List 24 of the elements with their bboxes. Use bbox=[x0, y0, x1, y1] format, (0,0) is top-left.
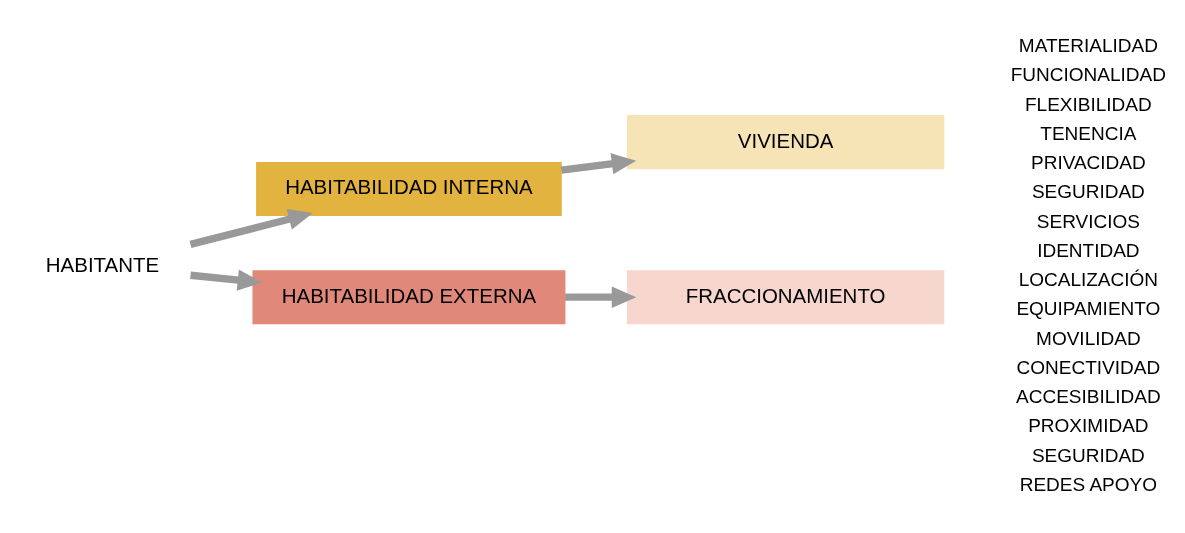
label: EQUIPAMIENTO bbox=[1016, 298, 1161, 320]
label: REDES APOYO bbox=[1019, 473, 1158, 495]
label: SERVICIOS bbox=[1036, 210, 1140, 232]
label: PRIVACIDAD bbox=[1031, 152, 1146, 174]
label: FLEXIBILIDAD bbox=[1025, 93, 1152, 115]
arrow bbox=[189, 208, 313, 248]
label: SEGURIDAD bbox=[1031, 181, 1145, 203]
label: FUNCIONALIDAD bbox=[1010, 64, 1166, 86]
node-box: VIVIENDA bbox=[626, 115, 945, 170]
node-box: FRACCIONAMIENTO bbox=[626, 270, 945, 325]
arrow bbox=[560, 153, 637, 175]
label: LOCALIZACIÓN bbox=[1018, 269, 1159, 291]
arrow bbox=[565, 286, 637, 308]
label: ACCESIBILIDAD bbox=[1016, 386, 1161, 408]
node-box: HABITABILIDAD INTERNA bbox=[256, 161, 562, 217]
label: PROXIMIDAD bbox=[1028, 415, 1149, 437]
label: SEGURIDAD bbox=[1031, 444, 1145, 466]
label: MOVILIDAD bbox=[1036, 327, 1141, 349]
label: TENENCIA bbox=[1040, 122, 1137, 144]
node-text: HABITANTE bbox=[45, 252, 160, 276]
label: CONECTIVIDAD bbox=[1016, 356, 1161, 378]
node-box: HABITABILIDAD EXTERNA bbox=[252, 270, 566, 325]
label: MATERIALIDAD bbox=[1018, 35, 1158, 57]
label: IDENTIDAD bbox=[1037, 239, 1140, 261]
